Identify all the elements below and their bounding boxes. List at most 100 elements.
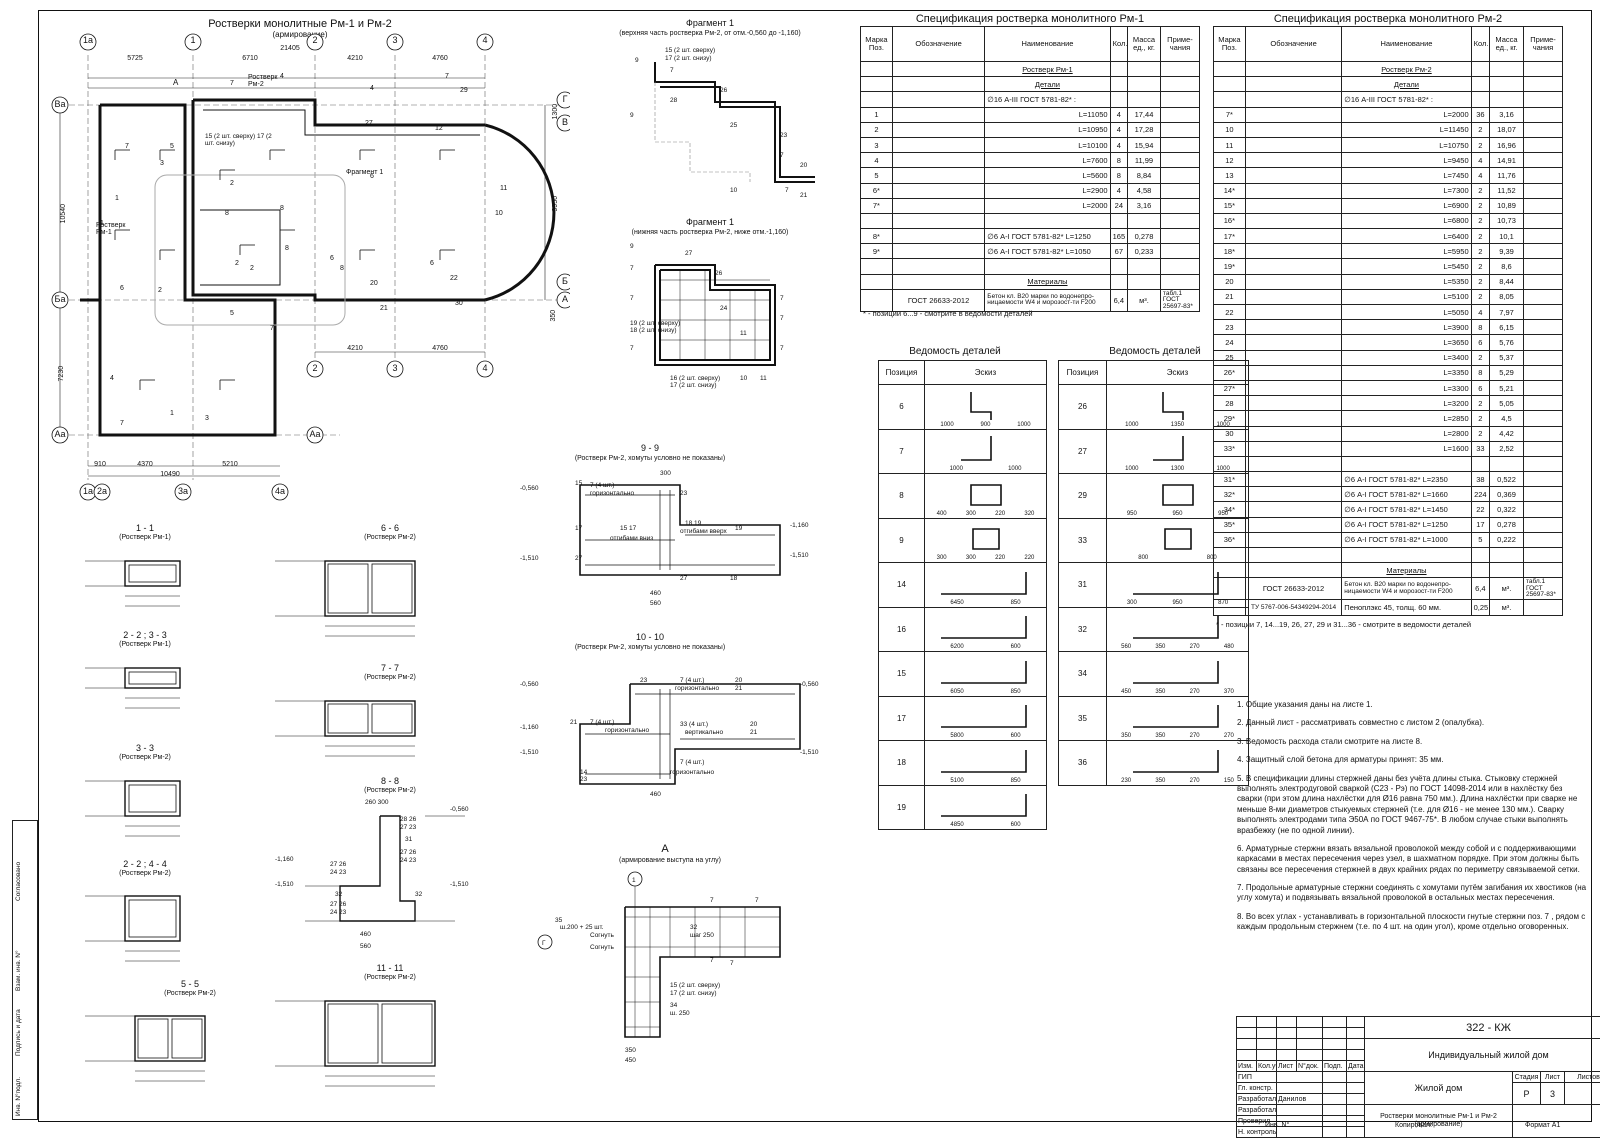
bar-sketch [931, 742, 1041, 782]
spec2-cell: 22 [1471, 502, 1489, 517]
ved2-pos: 29 [1059, 474, 1107, 519]
svg-text:горизонтально: горизонтально [590, 490, 634, 497]
svg-text:32: 32 [690, 924, 698, 931]
axis-mid-3: 3 [385, 364, 405, 373]
side-vzam: Взам. инв. N° [15, 950, 22, 991]
svg-text:15: 15 [575, 480, 583, 487]
stamp-role-glkonstr: Гл. констр. [1237, 1083, 1277, 1094]
axis-top-3: 3 [385, 36, 405, 45]
spec2-cell: 2 [1471, 274, 1489, 289]
svg-text:35: 35 [555, 917, 563, 924]
spec2-cell: ∅6 А-I ГОСТ 5781-82* L=2350 [1342, 472, 1471, 487]
spec2-cell: 8,6 [1490, 259, 1524, 274]
svg-text:14: 14 [580, 769, 588, 776]
spec2-cell [1523, 289, 1562, 304]
stamp-sheet-title: Ростверки монолитные Рм-1 и Рм-2 (армиро… [1365, 1105, 1513, 1138]
ved1-dim: 1000 [1008, 466, 1021, 472]
svg-text:7: 7 [710, 957, 714, 964]
fragment-top-title: Фрагмент 1 [600, 19, 820, 28]
spec1-cell: ∅6 А-I ГОСТ 5781-82* L=1050 [985, 244, 1110, 259]
ved2-dim: 800 [1207, 555, 1217, 561]
axis-bottom-3a: 3а [173, 487, 193, 496]
spec1-cell: 0,233 [1128, 244, 1161, 259]
dim-bottom-2: 4370 [125, 461, 165, 468]
bar-sketch [1123, 386, 1233, 426]
ved1-dim: 6050 [950, 689, 963, 695]
spec2-cell: 15* [1214, 198, 1246, 213]
ved2-dim: 350 [1155, 644, 1165, 650]
spec1-h-pos: Марка Поз. [861, 27, 893, 62]
spec2-cell: 11,52 [1490, 183, 1524, 198]
svg-text:4: 4 [370, 85, 374, 92]
svg-text:-1,510: -1,510 [520, 555, 539, 562]
spec1-cell [1128, 213, 1161, 228]
plan-label-rm1: Ростверк Рм-1 [96, 222, 136, 237]
bar-sketch [931, 519, 1041, 559]
section-2-2-3-3-rm1-title: 2 - 2 ; 3 - 3 [90, 631, 200, 640]
spec2-cell [1245, 502, 1341, 517]
stamp-format: Формат А1 [1525, 1122, 1560, 1129]
spec2-cell [1245, 380, 1341, 395]
spec1-materials: Материалы [985, 274, 1110, 289]
svg-text:21: 21 [750, 729, 758, 736]
ved2-pos: 32 [1059, 607, 1107, 652]
spec2-cell: 0,522 [1490, 472, 1524, 487]
dim-top-4: 4760 [415, 55, 465, 62]
spec1-cell [892, 259, 984, 274]
spec2-cell [1523, 244, 1562, 259]
svg-text:17: 17 [575, 525, 583, 532]
svg-text:22: 22 [450, 275, 458, 282]
svg-text:34: 34 [670, 1002, 678, 1009]
section-2-2-3-3-rm1-sub: (Ростверк Рм-1) [95, 641, 195, 648]
ved2-dim: 150 [1224, 778, 1234, 784]
spec1-cell: 4 [1110, 183, 1127, 198]
spec2-cell: 2 [1471, 426, 1489, 441]
svg-text:2: 2 [235, 260, 239, 267]
svg-text:-0,560: -0,560 [520, 485, 539, 492]
spec1-mat-qty: 6,4 [1110, 289, 1127, 311]
spec2-cell: 14,91 [1490, 153, 1524, 168]
spec2-cell: 16* [1214, 213, 1246, 228]
spec1-cell [1160, 229, 1199, 244]
spec2-cell: 18,07 [1490, 122, 1524, 137]
svg-text:25: 25 [730, 122, 738, 129]
svg-text:20: 20 [750, 721, 758, 728]
spec1-cell [1160, 244, 1199, 259]
ved1-dim: 320 [1024, 511, 1034, 517]
svg-text:-1,510: -1,510 [800, 749, 819, 756]
svg-text:7: 7 [785, 187, 789, 194]
ved2-dim: 350 [1155, 778, 1165, 784]
ved1-dim: 850 [1011, 778, 1021, 784]
spec1-cell: 67 [1110, 244, 1127, 259]
spec2-cell: 36 [1471, 107, 1489, 122]
ved1-dim: 300 [966, 555, 976, 561]
spec2-cell: 2 [1471, 244, 1489, 259]
stamp-developer: Данилов [1277, 1094, 1323, 1105]
spec2-cell [1245, 259, 1341, 274]
spec2-cell: 13 [1214, 168, 1246, 183]
svg-text:11: 11 [760, 375, 767, 382]
spec2-mat1-unit: м³. [1490, 578, 1524, 600]
spec2-cell: 5,21 [1490, 380, 1524, 395]
ved2-dim: 1000 [1216, 422, 1229, 428]
spec2-cell [1245, 396, 1341, 411]
spec1-cell [892, 198, 984, 213]
svg-text:7 (4 шт.): 7 (4 шт.) [680, 677, 704, 684]
spec2-h-code: Обозначение [1245, 27, 1341, 62]
spec2-cell [1523, 548, 1562, 563]
spec2-cell: L=5100 [1342, 289, 1471, 304]
spec2-cell: 4 [1471, 153, 1489, 168]
svg-text:19 (2 шт. сверху): 19 (2 шт. сверху) [630, 320, 680, 327]
axis-top-1: 1 [183, 36, 203, 45]
spec2-h-note: Приме- чания [1523, 27, 1562, 62]
